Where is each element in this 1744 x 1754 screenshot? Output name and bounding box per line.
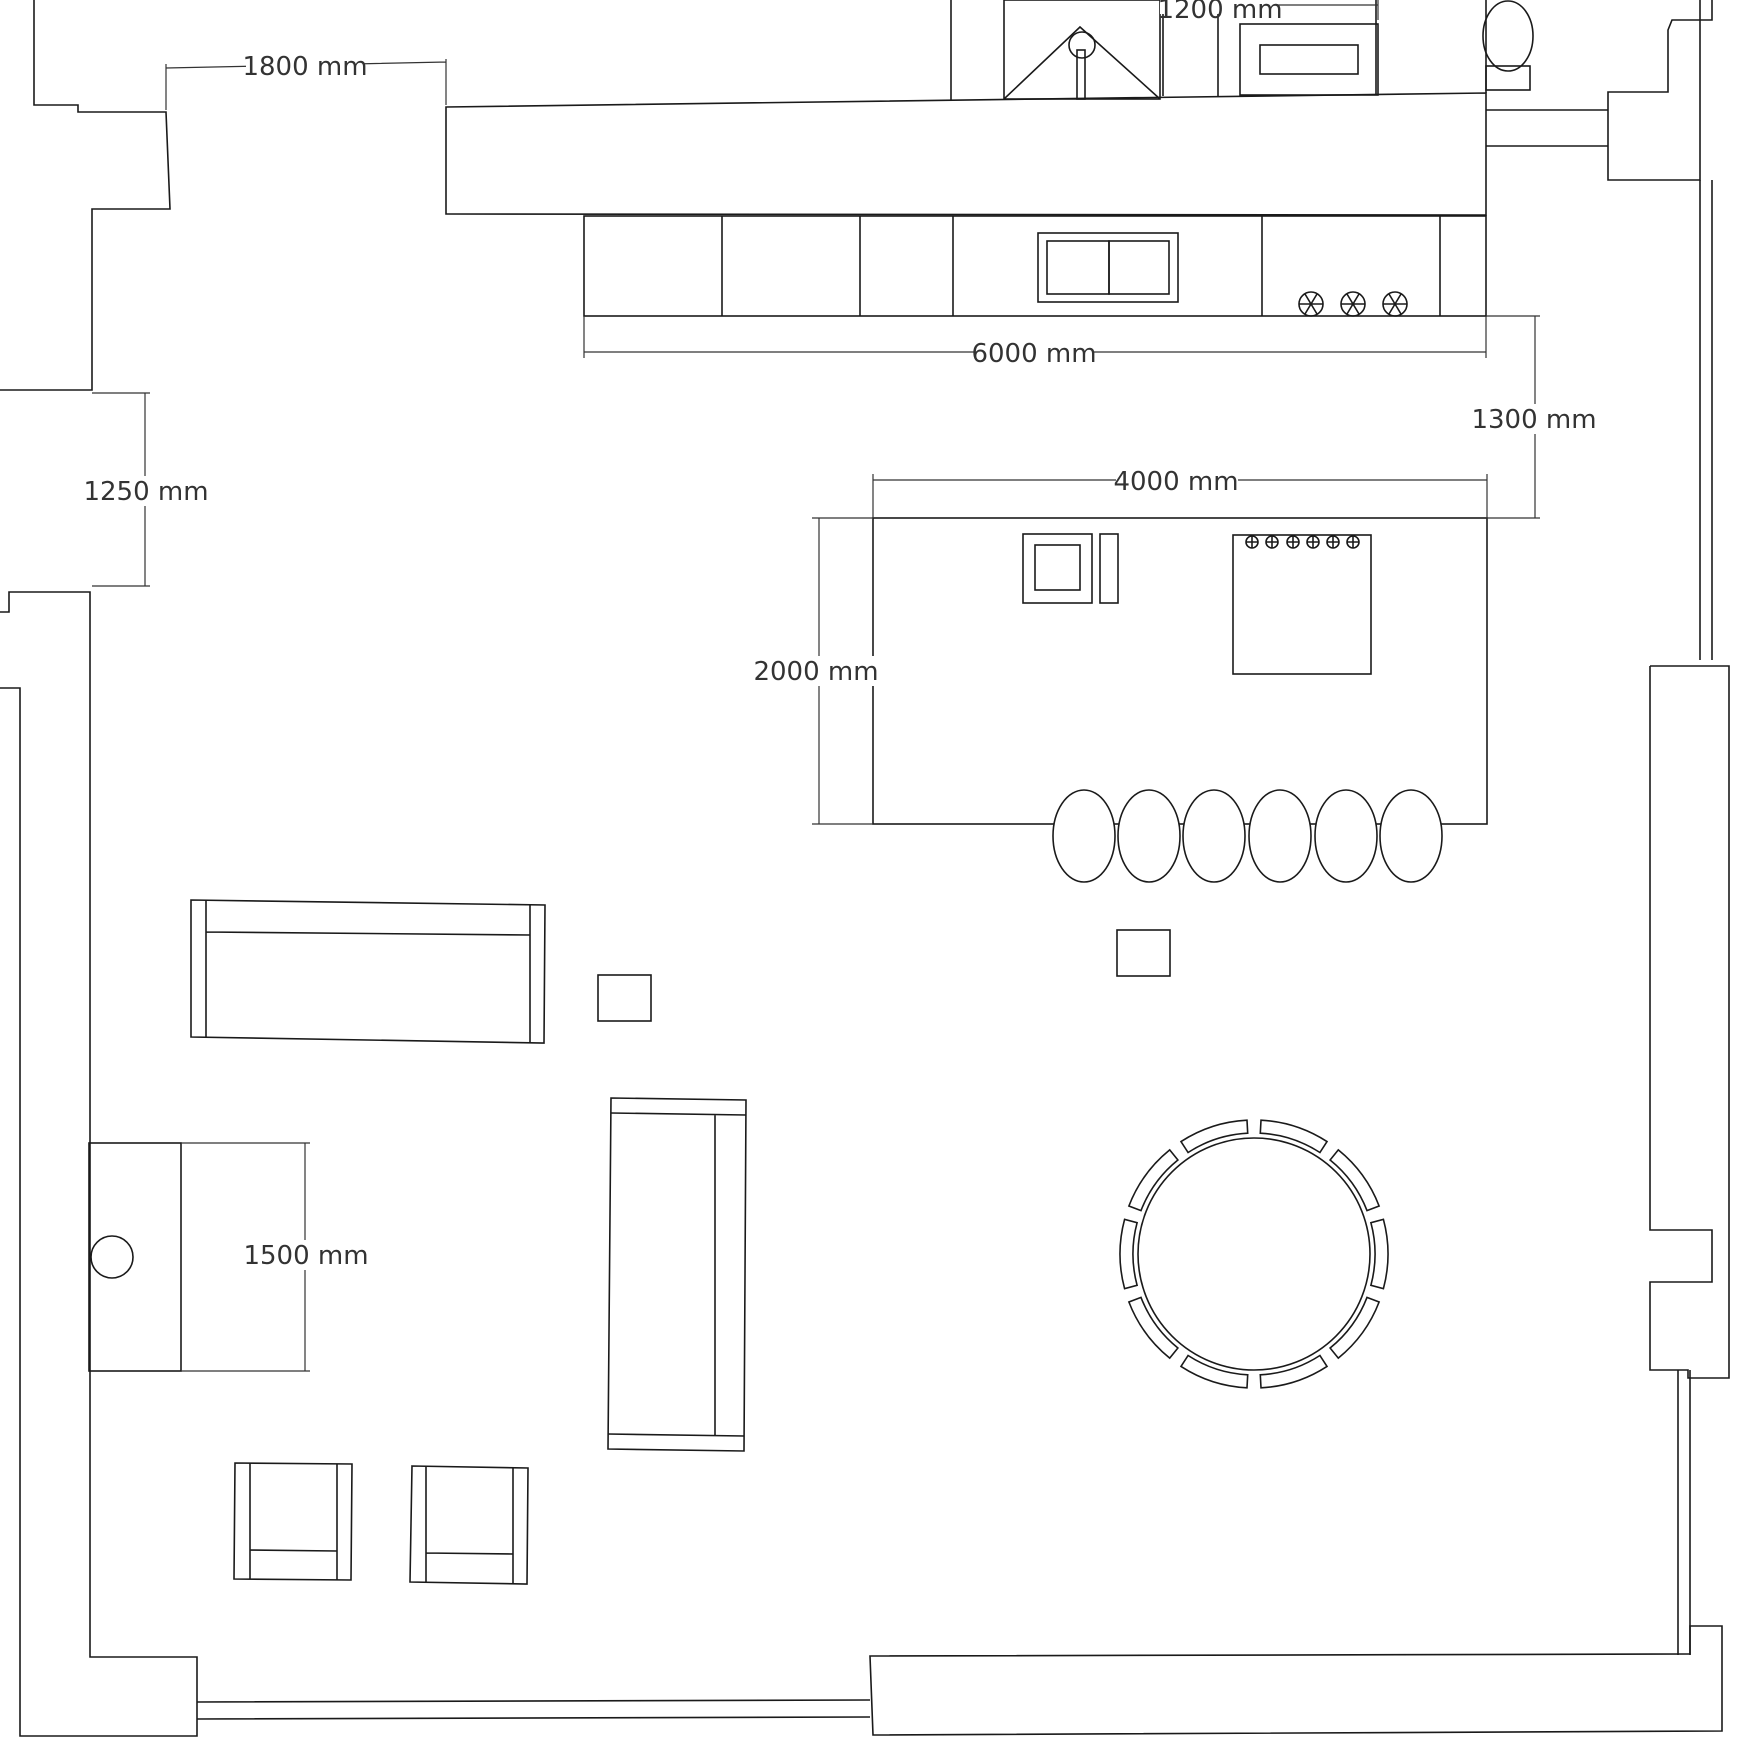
bar-stool bbox=[1052, 789, 1116, 883]
dim-label-left-wall: 1800 mm bbox=[242, 52, 367, 82]
dining-chair bbox=[1119, 1218, 1139, 1290]
bar-stool bbox=[1117, 789, 1181, 883]
bar-stool bbox=[1182, 789, 1246, 883]
side-table bbox=[1116, 929, 1171, 977]
dining-chair bbox=[1127, 1296, 1180, 1360]
dining-chair bbox=[1179, 1354, 1249, 1389]
bar-stool bbox=[1379, 789, 1443, 883]
top-fixtures bbox=[1003, 0, 1534, 100]
kitchen-sink bbox=[1037, 232, 1179, 303]
dim-label-top-fixture: 1200 mm bbox=[1157, 0, 1282, 25]
toilet bbox=[1482, 0, 1534, 91]
dim-label-counter-to-island: 1300 mm bbox=[1471, 405, 1596, 435]
living-furniture bbox=[88, 899, 1389, 1585]
dim-label-island-length: 4000 mm bbox=[1113, 467, 1238, 497]
side-table bbox=[597, 974, 652, 1022]
left-wall-lower bbox=[0, 591, 198, 1737]
dim-label-left-opening: 1250 mm bbox=[83, 477, 208, 507]
kitchen-island bbox=[872, 517, 1488, 883]
right-wall-line bbox=[1699, 180, 1713, 660]
round-dining-table bbox=[1119, 1119, 1389, 1389]
island-sink bbox=[1022, 533, 1119, 604]
dining-chair bbox=[1369, 1218, 1389, 1290]
right-wall-lower bbox=[1677, 1370, 1691, 1655]
dimension-labels: 1200 mm 1800 mm 6000 mm 1300 mm 4000 mm … bbox=[83, 0, 1598, 1271]
cabinet-dividers bbox=[721, 216, 1441, 316]
top-left-wall bbox=[0, 0, 171, 391]
armchair bbox=[233, 1462, 353, 1581]
island-hob bbox=[1232, 534, 1372, 675]
bottom-left-wall bbox=[196, 1699, 871, 1720]
lower-cabinets bbox=[583, 215, 1487, 317]
dining-chair bbox=[1179, 1119, 1249, 1154]
washbasin bbox=[1239, 23, 1379, 96]
dim-label-fireplace: 1500 mm bbox=[243, 1241, 368, 1271]
counter-back bbox=[445, 92, 1487, 216]
bar-stool bbox=[1314, 789, 1378, 883]
bottom-wall-right bbox=[869, 1625, 1723, 1736]
top-wall-stubs bbox=[950, 0, 1487, 100]
fireplace bbox=[88, 1142, 182, 1372]
dining-chair bbox=[1328, 1296, 1381, 1360]
bar-stools bbox=[1052, 789, 1443, 883]
right-wall-pier bbox=[1649, 665, 1730, 1379]
dining-chair bbox=[1259, 1354, 1329, 1389]
dim-label-island-depth: 2000 mm bbox=[753, 657, 878, 687]
sofa-right bbox=[607, 1097, 747, 1452]
dimension-lines bbox=[92, 0, 1540, 1372]
dining-chair bbox=[1259, 1119, 1329, 1154]
shower-tray bbox=[1003, 0, 1161, 100]
sofa-top bbox=[190, 899, 546, 1044]
dining-chair bbox=[1127, 1148, 1180, 1212]
armchair bbox=[409, 1465, 529, 1585]
right-wall-upper bbox=[1607, 0, 1713, 181]
kitchen-counter bbox=[583, 215, 1487, 317]
dining-chair bbox=[1328, 1148, 1381, 1212]
top-connector bbox=[1486, 109, 1608, 147]
cooktop-burners bbox=[1298, 291, 1408, 317]
bar-stool bbox=[1248, 789, 1312, 883]
island-top bbox=[872, 517, 1488, 825]
dim-label-counter-run: 6000 mm bbox=[971, 339, 1096, 369]
